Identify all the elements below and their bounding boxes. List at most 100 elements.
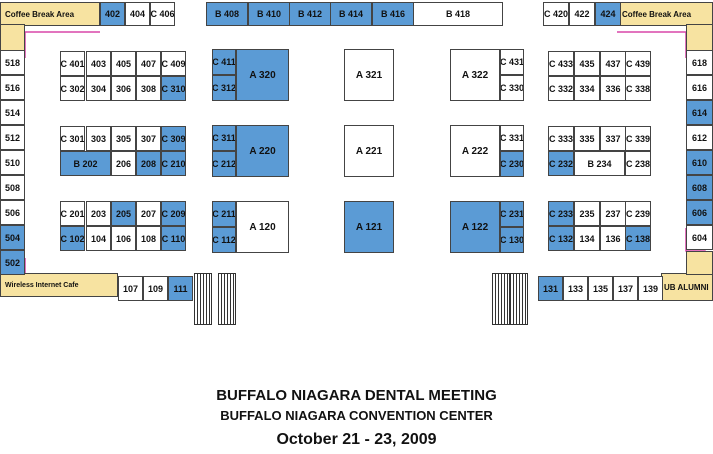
booth-b-234[interactable]: B 234 (574, 151, 625, 176)
booth-c-409[interactable]: C 409 (161, 51, 186, 76)
booth-c-338[interactable]: C 338 (625, 76, 651, 101)
booth-109[interactable]: 109 (143, 276, 168, 301)
booth-c-311[interactable]: C 311 (212, 125, 236, 151)
booth-c-230[interactable]: C 230 (500, 151, 524, 177)
booth-237[interactable]: 237 (600, 201, 626, 226)
booth-a-220[interactable]: A 220 (236, 125, 289, 177)
booth-c-312[interactable]: C 312 (212, 75, 236, 101)
booth-235[interactable]: 235 (574, 201, 600, 226)
booth-404[interactable]: 404 (125, 2, 150, 26)
booth-c-209[interactable]: C 209 (161, 201, 186, 226)
booth-514[interactable]: 514 (0, 100, 25, 125)
booth-c-238[interactable]: C 238 (625, 151, 651, 176)
booth-424[interactable]: 424 (595, 2, 621, 26)
booth-c-439[interactable]: C 439 (625, 51, 651, 76)
booth-a-320[interactable]: A 320 (236, 49, 289, 101)
booth-c-130[interactable]: C 130 (500, 227, 524, 253)
booth-307[interactable]: 307 (136, 126, 161, 151)
booth-c-339[interactable]: C 339 (625, 126, 651, 151)
booth-104[interactable]: 104 (86, 226, 111, 251)
booth-c-309[interactable]: C 309 (161, 126, 186, 151)
booth-305[interactable]: 305 (111, 126, 136, 151)
booth-610[interactable]: 610 (686, 150, 713, 175)
booth-136[interactable]: 136 (600, 226, 626, 251)
booth-c-330[interactable]: C 330 (500, 75, 524, 101)
booth-c-433[interactable]: C 433 (548, 51, 574, 76)
booth-c-210[interactable]: C 210 (161, 151, 186, 176)
booth-134[interactable]: 134 (574, 226, 600, 251)
booth-512[interactable]: 512 (0, 125, 25, 150)
booth-c-411[interactable]: C 411 (212, 49, 236, 75)
booth-c-406[interactable]: C 406 (150, 2, 175, 26)
booth-407[interactable]: 407 (136, 51, 161, 76)
booth-b-412[interactable]: B 412 (289, 2, 331, 26)
booth-612[interactable]: 612 (686, 125, 713, 150)
booth-135[interactable]: 135 (588, 276, 613, 301)
booth-c-201[interactable]: C 201 (60, 201, 85, 226)
booth-b-418[interactable]: B 418 (413, 2, 503, 26)
booth-c-333[interactable]: C 333 (548, 126, 574, 151)
booth-604[interactable]: 604 (686, 225, 713, 250)
booth-304[interactable]: 304 (86, 76, 111, 101)
booth-337[interactable]: 337 (600, 126, 626, 151)
booth-a-122[interactable]: A 122 (450, 201, 500, 253)
booth-502[interactable]: 502 (0, 250, 25, 275)
booth-106[interactable]: 106 (111, 226, 136, 251)
booth-108[interactable]: 108 (136, 226, 161, 251)
booth-336[interactable]: 336 (600, 76, 626, 101)
booth-c-301[interactable]: C 301 (60, 126, 85, 151)
booth-a-321[interactable]: A 321 (344, 49, 394, 101)
booth-139[interactable]: 139 (638, 276, 663, 301)
booth-b-416[interactable]: B 416 (372, 2, 414, 26)
booth-c-112[interactable]: C 112 (212, 227, 236, 253)
booth-306[interactable]: 306 (111, 76, 136, 101)
booth-206[interactable]: 206 (111, 151, 136, 176)
booth-c-138[interactable]: C 138 (625, 226, 651, 251)
booth-c-420[interactable]: C 420 (543, 2, 569, 26)
booth-208[interactable]: 208 (136, 151, 161, 176)
booth-403[interactable]: 403 (86, 51, 111, 76)
booth-616[interactable]: 616 (686, 75, 713, 100)
booth-a-221[interactable]: A 221 (344, 125, 394, 177)
booth-207[interactable]: 207 (136, 201, 161, 226)
booth-435[interactable]: 435 (574, 51, 600, 76)
booth-405[interactable]: 405 (111, 51, 136, 76)
booth-133[interactable]: 133 (563, 276, 588, 301)
booth-c-110[interactable]: C 110 (161, 226, 186, 251)
booth-518[interactable]: 518 (0, 50, 25, 75)
booth-b-410[interactable]: B 410 (248, 2, 290, 26)
booth-303[interactable]: 303 (86, 126, 111, 151)
booth-606[interactable]: 606 (686, 200, 713, 225)
booth-335[interactable]: 335 (574, 126, 600, 151)
booth-a-222[interactable]: A 222 (450, 125, 500, 177)
booth-c-332[interactable]: C 332 (548, 76, 574, 101)
booth-614[interactable]: 614 (686, 100, 713, 125)
booth-c-231[interactable]: C 231 (500, 201, 524, 227)
booth-b-202[interactable]: B 202 (60, 151, 111, 176)
booth-c-211[interactable]: C 211 (212, 201, 236, 227)
booth-308[interactable]: 308 (136, 76, 161, 101)
booth-c-431[interactable]: C 431 (500, 49, 524, 75)
booth-203[interactable]: 203 (86, 201, 111, 226)
booth-c-212[interactable]: C 212 (212, 151, 236, 177)
booth-a-121[interactable]: A 121 (344, 201, 394, 253)
booth-608[interactable]: 608 (686, 175, 713, 200)
booth-205[interactable]: 205 (111, 201, 136, 226)
booth-422[interactable]: 422 (569, 2, 595, 26)
booth-402[interactable]: 402 (100, 2, 125, 26)
booth-506[interactable]: 506 (0, 200, 25, 225)
booth-508[interactable]: 508 (0, 175, 25, 200)
booth-c-401[interactable]: C 401 (60, 51, 85, 76)
booth-b-408[interactable]: B 408 (206, 2, 248, 26)
booth-504[interactable]: 504 (0, 225, 25, 250)
booth-131[interactable]: 131 (538, 276, 563, 301)
booth-107[interactable]: 107 (118, 276, 143, 301)
booth-111[interactable]: 111 (168, 276, 193, 301)
booth-516[interactable]: 516 (0, 75, 25, 100)
booth-c-239[interactable]: C 239 (625, 201, 651, 226)
booth-a-120[interactable]: A 120 (236, 201, 289, 253)
booth-c-233[interactable]: C 233 (548, 201, 574, 226)
booth-c-102[interactable]: C 102 (60, 226, 85, 251)
booth-b-414[interactable]: B 414 (330, 2, 372, 26)
booth-a-322[interactable]: A 322 (450, 49, 500, 101)
